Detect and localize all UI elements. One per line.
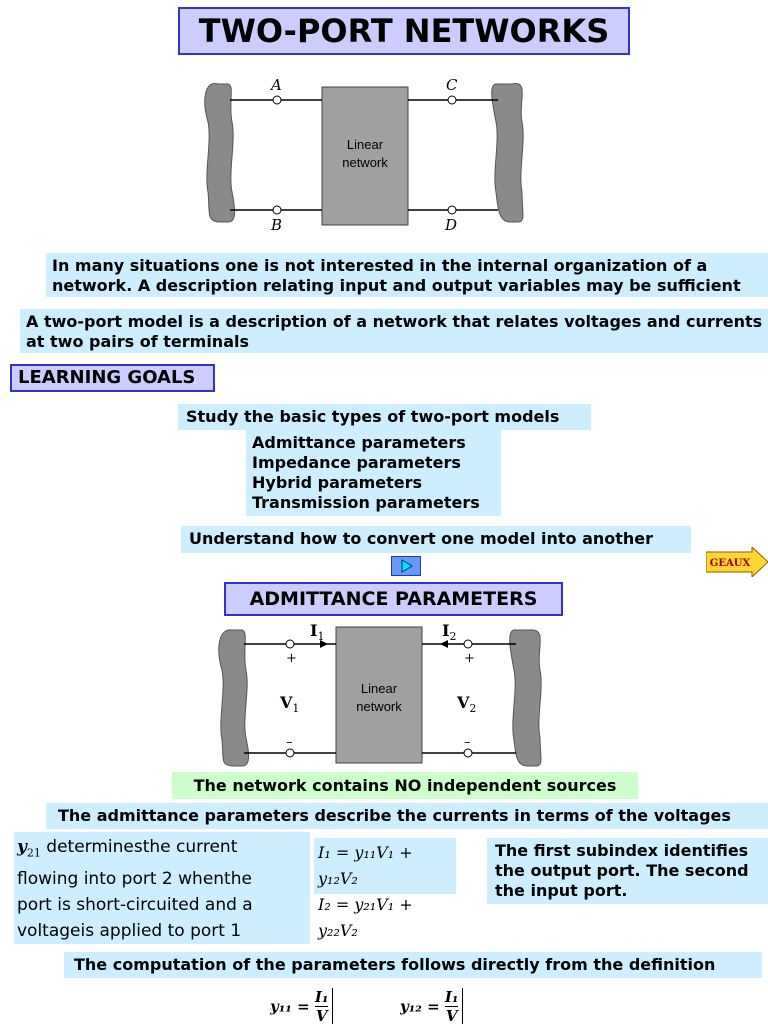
y21-line: y21 determinesthe current (17, 837, 238, 860)
terminal-d (447, 205, 457, 215)
intro-line: at two pairs of terminals (26, 332, 249, 351)
y11-formula: y₁₁ = I₁ V (270, 988, 334, 1024)
linear-network-box (335, 626, 423, 764)
y21-line: port is short-circuited and a (17, 895, 253, 916)
subindex-note: The first subindex identifies the output… (487, 838, 768, 904)
admittance-heading: ADMITTANCE PARAMETERS (224, 582, 563, 616)
minus-sign: – (464, 735, 471, 750)
admittance-diagram: I1 I2 + + – – V1 V2 Linear network (218, 621, 542, 767)
i1-label: I1 (310, 621, 324, 643)
plus-sign: + (464, 651, 475, 666)
geaux-label: GEAUX (710, 558, 751, 569)
intro-line: A two-port model is a description of a n… (26, 312, 763, 331)
list-item: Impedance parameters (252, 453, 461, 472)
box-label-line1: Linear (361, 681, 398, 696)
page-title: TWO-PORT NETWORKS (178, 7, 630, 55)
study-goal: Study the basic types of two-port models (178, 404, 591, 430)
arrow-right-icon (706, 547, 768, 577)
geaux-button[interactable]: GEAUX (706, 547, 768, 577)
list-item: Hybrid parameters (252, 473, 423, 492)
y21-explanation: y21 determinesthe current flowing into p… (14, 832, 310, 944)
y21-line: flowing into port 2 whenthe (17, 869, 252, 890)
equation-2: I₂ = y₂₁V₁ + y₂₂V₂ (318, 895, 413, 940)
linear-network-box (321, 86, 409, 226)
two-port-diagram: A B C D Linear network (204, 76, 524, 234)
left-source-blob (204, 83, 236, 223)
terminal-a (272, 95, 282, 105)
model-types-list: Admittance parameters Impedance paramete… (246, 430, 501, 516)
intro-line: network. A description relating input an… (52, 276, 741, 295)
plus-sign: + (286, 651, 297, 666)
computation-note: The computation of the parameters follow… (64, 952, 762, 978)
terminal-c-label: C (446, 76, 458, 94)
admittance-description: The admittance parameters describe the c… (46, 803, 768, 829)
v2-label: V2 (456, 693, 476, 715)
box-label-line2: network (342, 155, 388, 170)
right-source-blob (509, 629, 542, 767)
list-item: Transmission parameters (252, 493, 480, 512)
intro-box-1: In many situations one is not interested… (46, 253, 768, 297)
subindex-line: the output port. The second (495, 861, 749, 880)
terminal-a-label: A (269, 76, 282, 94)
left-source-blob (218, 629, 250, 767)
right-source-blob (491, 83, 524, 223)
i2-label: I2 (442, 621, 456, 643)
convert-goal: Understand how to convert one model into… (181, 526, 691, 553)
equation-1: I₁ = y₁₁V₁ + y₁₂V₂ (318, 843, 413, 888)
box-label-line1: Linear (347, 137, 384, 152)
subindex-line: The first subindex identifies (495, 841, 749, 860)
box-label-line2: network (356, 699, 402, 714)
terminal-b-label: B (270, 216, 282, 234)
no-sources-note: The network contains NO independent sour… (172, 772, 638, 799)
intro-box-2: A two-port model is a description of a n… (20, 309, 768, 353)
minus-sign: – (286, 735, 293, 750)
v1-label: V1 (279, 693, 299, 715)
learning-goals-heading: LEARNING GOALS (10, 364, 215, 392)
admittance-equations: I₁ = y₁₁V₁ + y₁₂V₂ I₂ = y₂₁V₁ + y₂₂V₂ (314, 838, 456, 940)
subindex-line: the input port. (495, 881, 628, 900)
terminal-c (447, 95, 457, 105)
terminal-b (272, 205, 282, 215)
terminal-d-label: D (444, 216, 457, 234)
y21-line: voltageis applied to port 1 (17, 921, 242, 942)
play-button[interactable] (391, 556, 421, 576)
play-icon (401, 559, 413, 573)
intro-line: In many situations one is not interested… (52, 256, 708, 275)
list-item: Admittance parameters (252, 433, 466, 452)
y12-formula: y₁₂ = I₁ V (400, 988, 464, 1024)
y21-symbol: y21 (17, 837, 41, 860)
